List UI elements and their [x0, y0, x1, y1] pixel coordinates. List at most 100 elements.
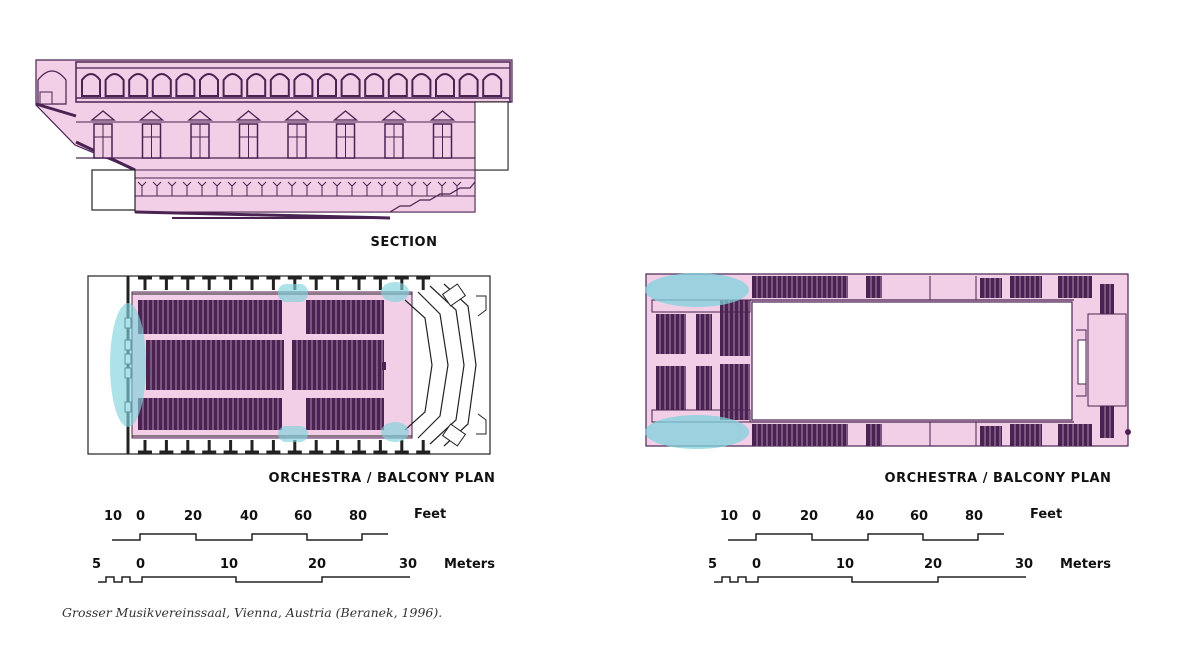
balcony-box: [159, 440, 174, 454]
arch-window: [104, 73, 125, 97]
left-plan-seat-blocks: [138, 300, 386, 430]
seat-block: [1100, 284, 1114, 316]
left-plan-highlight-top-right: [381, 282, 409, 302]
balcony-box: [352, 440, 366, 454]
balcony-box: [138, 276, 152, 290]
right-plan-seat-blocks: [656, 276, 1114, 446]
scale-bars-left: 10 0 20 40 60 80 Feet 5 0 10 20 30 Meter…: [92, 507, 495, 583]
balcony-post: [197, 181, 207, 196]
meters-tick-1-right: 0: [752, 557, 761, 572]
meters-tick-0: 5: [92, 557, 101, 572]
seat-block: [720, 364, 750, 420]
plan-right-label: ORCHESTRA / BALCONY PLAN: [885, 471, 1112, 486]
seat-block: [752, 424, 848, 446]
balcony-post: [167, 181, 177, 196]
balcony-box: [352, 276, 366, 290]
meters-tick-2-right: 10: [836, 557, 854, 572]
arch-window: [269, 73, 290, 97]
arch-window: [364, 73, 385, 97]
meters-scale-bar-right: [714, 576, 1026, 583]
section-label: SECTION: [371, 235, 438, 250]
right-plan-organ: [1087, 313, 1127, 407]
arch-window: [482, 73, 503, 97]
balcony-box: [159, 276, 174, 290]
plan-left-label: ORCHESTRA / BALCONY PLAN: [269, 471, 496, 486]
arch-window: [81, 73, 101, 97]
feet-tick-1: 0: [136, 509, 145, 524]
window-pediment: [332, 110, 359, 121]
left-plan-highlight-bottom-right: [381, 422, 409, 442]
seat-block: [306, 398, 384, 430]
feet-tick-4-right: 60: [910, 509, 928, 524]
balcony-post: [302, 181, 312, 196]
arch-window: [151, 73, 172, 97]
balcony-post: [227, 181, 237, 196]
balcony-post: [317, 181, 327, 196]
seat-block: [656, 314, 686, 354]
balcony-post: [242, 181, 252, 196]
left-plan-highlight-top-mid: [278, 284, 308, 302]
balcony-post: [347, 181, 357, 196]
balcony-post: [272, 181, 282, 196]
scale-bars-right: 10 0 20 40 60 80 Feet 5 0 10 20 30 Meter…: [708, 507, 1111, 583]
balcony-box: [245, 440, 259, 454]
arch-window: [411, 73, 432, 97]
seat-block: [138, 300, 282, 334]
left-plan-balcony-boxes: [132, 276, 431, 454]
meters-tick-0-right: 5: [708, 557, 717, 572]
window-pediment: [90, 110, 116, 121]
feet-tick-5: 80: [349, 509, 367, 524]
balcony-post: [257, 181, 267, 196]
meters-tick-3-right: 20: [924, 557, 942, 572]
meters-tick-4: 30: [399, 557, 417, 572]
seat-block: [1100, 406, 1114, 438]
arch-window: [458, 73, 479, 97]
seat-block: [1058, 424, 1092, 446]
meters-scale-bar: [98, 576, 410, 583]
balcony-box: [180, 276, 195, 290]
balcony-box: [416, 440, 431, 454]
window-pediment: [429, 110, 456, 121]
balcony-box: [138, 440, 152, 454]
window-pediment: [235, 110, 262, 121]
balcony-box: [245, 276, 259, 290]
seat-block: [696, 314, 712, 354]
balcony-post: [422, 181, 432, 196]
section-lower-tier: [134, 169, 476, 213]
balcony-box: [266, 440, 281, 454]
feet-tick-5-right: 80: [965, 509, 983, 524]
section-stepped-floor: [389, 181, 476, 213]
meters-tick-1: 0: [136, 557, 145, 572]
balcony-box: [373, 276, 388, 290]
feet-tick-0: 10: [104, 509, 122, 524]
balcony-box: [309, 276, 324, 290]
seat-block: [980, 278, 1002, 298]
balcony-box: [373, 440, 388, 454]
balcony-box: [330, 276, 345, 290]
balcony-box: [416, 276, 431, 290]
balcony-box: [394, 440, 409, 454]
figure-caption: Grosser Musikvereinssaal, Vienna, Austri…: [62, 605, 442, 620]
arch-window: [128, 73, 149, 97]
meters-tick-2: 10: [220, 557, 238, 572]
balcony-post: [407, 181, 417, 196]
left-plan-stair-bottom: [441, 423, 467, 447]
balcony-box: [223, 440, 238, 454]
left-plan-stair-top: [441, 283, 467, 307]
seat-block: [1010, 276, 1042, 298]
balcony-post: [392, 181, 402, 196]
seat-block: [720, 300, 750, 356]
meters-tick-4-right: 30: [1015, 557, 1033, 572]
seat-block: [146, 340, 284, 390]
seat-block: [752, 276, 848, 298]
left-plan: [87, 275, 491, 455]
window-pediment: [138, 110, 165, 121]
arch-window: [222, 73, 243, 97]
seat-block: [980, 426, 1002, 446]
balcony-post: [287, 181, 297, 196]
seat-block: [656, 366, 686, 410]
feet-scale-bar-right: [728, 533, 1004, 541]
feet-scale-bar: [112, 533, 388, 541]
balcony-post: [137, 181, 147, 196]
